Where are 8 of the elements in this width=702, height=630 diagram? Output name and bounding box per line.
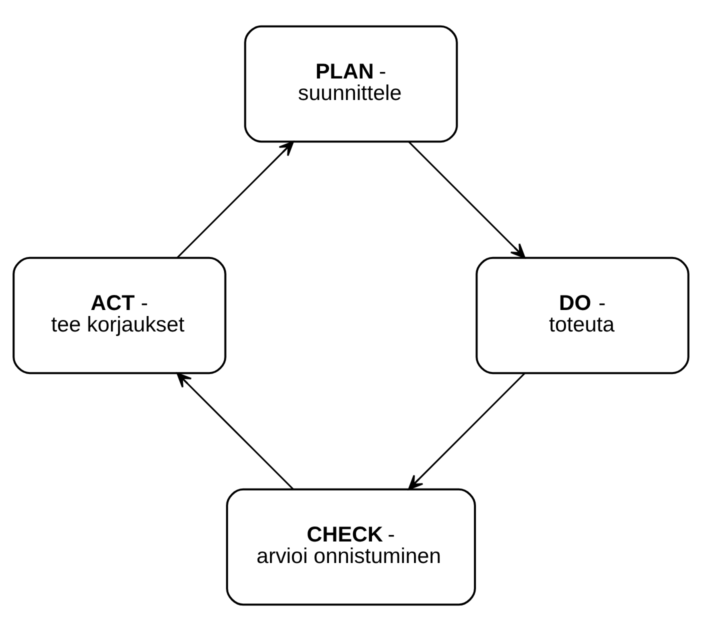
arrow [176, 372, 294, 490]
node-box: CHECK - arvioi onnistuminen [226, 488, 476, 606]
node-box: DO - toteuta [476, 256, 690, 374]
arrow [408, 372, 526, 490]
node-box: PLAN - suunnittele [244, 24, 458, 142]
arrow [176, 140, 294, 258]
node-box: ACT - tee korjaukset [12, 256, 226, 374]
arrow [408, 140, 526, 258]
